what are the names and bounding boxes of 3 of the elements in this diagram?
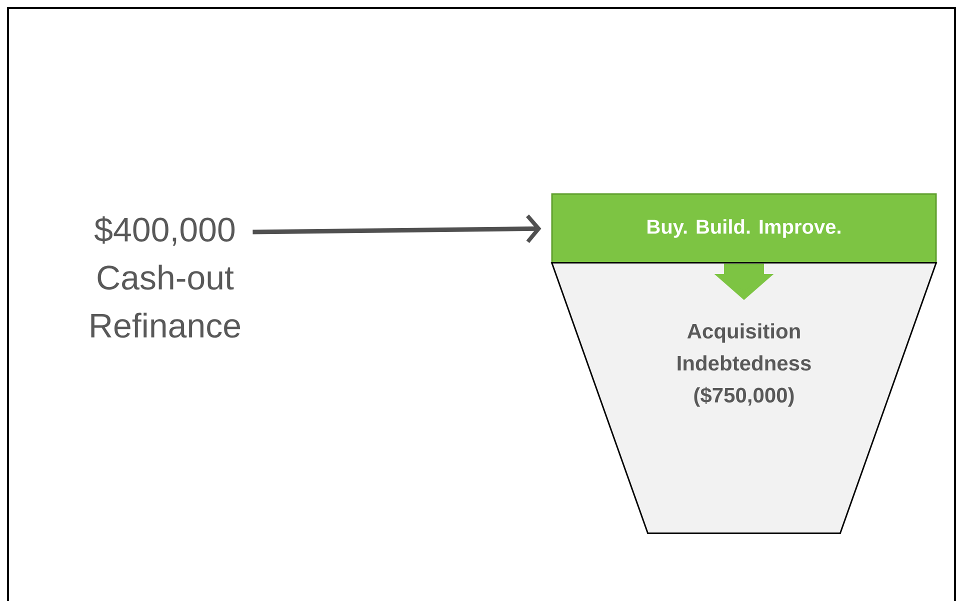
label-text: $400,000 Cash-out Refinance (91, 216, 240, 338)
arrow (252, 214, 542, 244)
action-box: Buy. Build. Improve. (551, 193, 937, 264)
